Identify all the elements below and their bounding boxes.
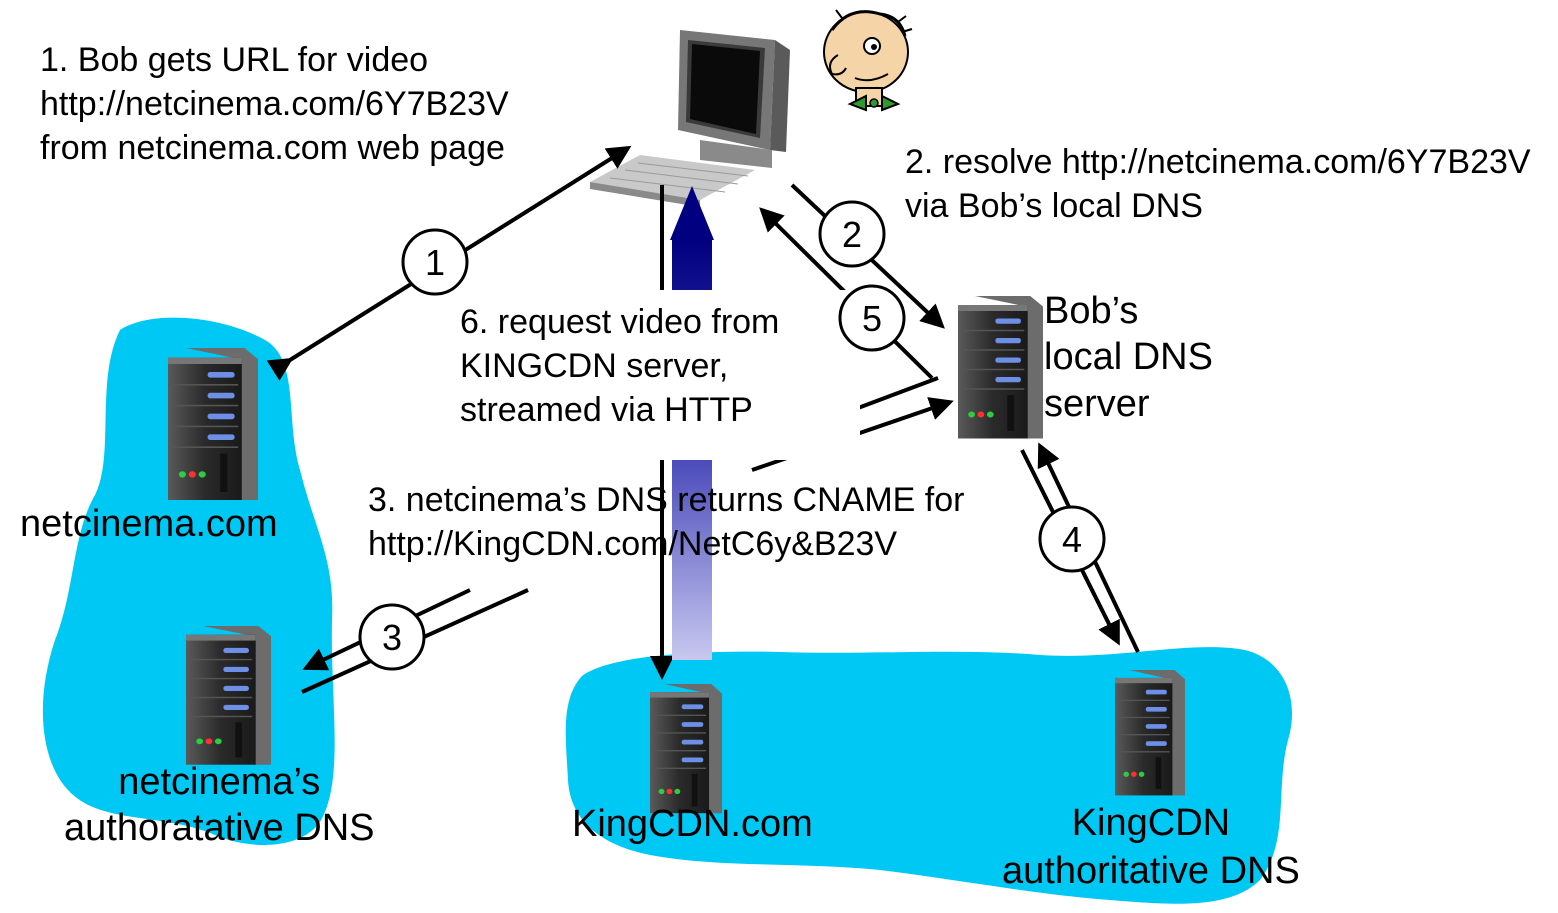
- step1-number-circle: 1: [401, 228, 469, 296]
- step2-description: 2. resolve http://netcinema.com/6Y7B23V …: [905, 143, 1531, 226]
- netcinema-dns-server-icon: [185, 625, 272, 766]
- svg-text:1: 1: [425, 242, 445, 283]
- kingcdn-cloud: [565, 647, 1293, 904]
- step2-number-circle: 2: [818, 200, 886, 268]
- netcinema-server-icon: [167, 347, 259, 501]
- kingcdn-dns-label: KingCDN authoritative DNS: [1002, 802, 1300, 892]
- bob-cartoon-icon: [823, 9, 913, 112]
- kingcdn-label: KingCDN.com: [572, 803, 813, 845]
- netcinema-label: netcinema.com: [20, 503, 278, 545]
- step3-arrow-from-local: [857, 376, 939, 410]
- local-dns-label: Bob’s local DNS server: [1044, 290, 1213, 425]
- svg-text:5: 5: [862, 298, 882, 339]
- step1-description: 1. Bob gets URL for video http://netcine…: [40, 41, 509, 168]
- svg-text:4: 4: [1062, 519, 1082, 560]
- kingcdn-dns-server-icon: [1114, 669, 1186, 797]
- step3-number-circle: 3: [358, 603, 426, 671]
- netcinema-dns-label: netcinema’s authoratative DNS: [64, 761, 375, 849]
- svg-text:2: 2: [842, 214, 862, 255]
- kingcdn-server-icon: [649, 683, 723, 814]
- step6-description: 6. request video from KINGCDN server, st…: [460, 303, 780, 430]
- local-dns-server-icon: [957, 295, 1044, 440]
- desktop-computer-icon: [590, 30, 790, 207]
- step4-number-circle: 4: [1038, 505, 1106, 573]
- step5-number-circle: 5: [838, 284, 906, 352]
- svg-text:3: 3: [382, 617, 402, 658]
- step3-description: 3. netcinema’s DNS returns CNAME for htt…: [368, 481, 965, 564]
